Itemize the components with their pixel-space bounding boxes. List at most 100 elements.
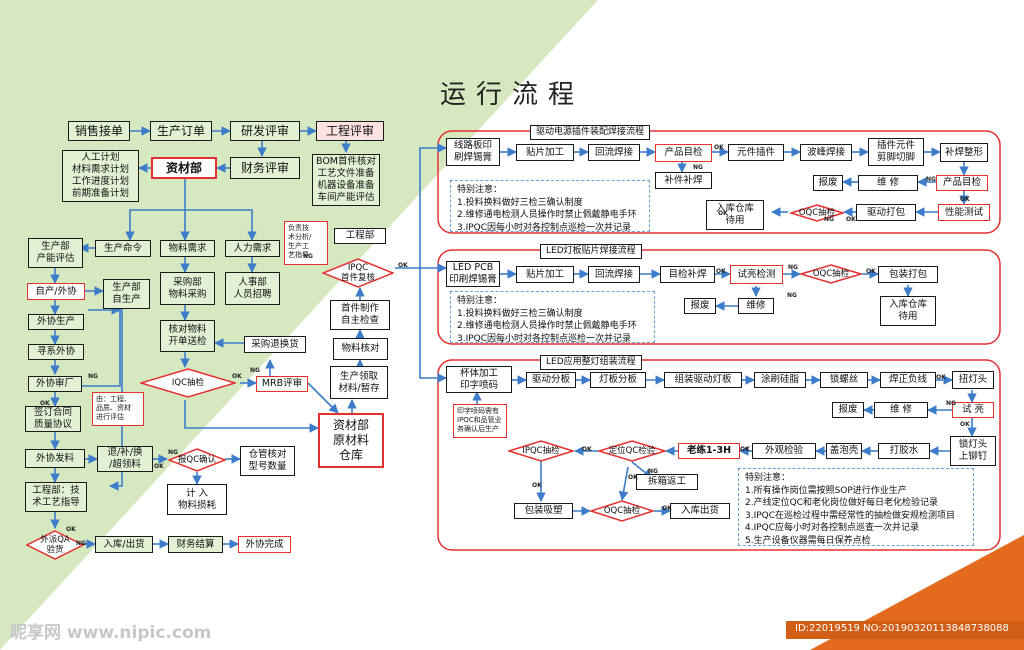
- watermark-id-band: [786, 621, 1024, 639]
- p2-step4: 目检补焊: [660, 266, 715, 283]
- p1-repair-box: 补件补焊: [655, 172, 712, 189]
- in-out-box: 入库/出货: [95, 536, 153, 553]
- p3-glue-box: 打胶水: [878, 443, 930, 459]
- p1-perf-test-box: 性能测试: [938, 204, 990, 221]
- ipqc-first-diamond: IPQC 首件复核: [340, 263, 375, 283]
- watermark-id: ID:22019519 NO:20190320113848738088: [795, 623, 1009, 634]
- p3-maintain-box: 维 修: [874, 402, 928, 418]
- flow-label-ng-9: NG: [76, 540, 86, 547]
- p2-oqc-diamond-shape: [800, 264, 862, 284]
- flow-label-ng-23: NG: [946, 400, 956, 407]
- p3-oqc-diamond-shape: [590, 500, 654, 522]
- p3-aging-box: 老练1-3H: [678, 443, 740, 459]
- outsource-issue-box: 外协发料: [25, 449, 85, 468]
- p3-step5: 涂刷硅脂: [754, 372, 806, 388]
- purchase-return-box: 采购退换货: [244, 336, 306, 353]
- rd-review-box: 研发评审: [230, 121, 300, 141]
- flow-label-ok-14: OK: [846, 216, 856, 223]
- p3-step6: 锁螺丝: [820, 372, 868, 388]
- panel1-title: 驱动电源插件装配焊接流程: [530, 125, 651, 140]
- p1-inspect2-box: 产品目检: [936, 175, 988, 191]
- audit-note: 由：工程、 品质、资材 进行评估: [92, 392, 144, 426]
- p3-position-qc-diamond: 定位QC检验: [608, 446, 656, 456]
- flow-label-ok-10: OK: [714, 144, 724, 151]
- p1-step8: 补焊整形: [940, 143, 988, 162]
- finance-settle-box: 财务结算: [168, 536, 223, 553]
- prod-capacity-box: 生产部 产能评估: [28, 238, 83, 268]
- prod-self-box: 生产部 自生产: [103, 279, 150, 309]
- purchasing-box: 采购部 物料采购: [160, 272, 215, 305]
- p3-in-out-box: 入库出货: [670, 503, 730, 519]
- panel-3-outline: [437, 359, 1001, 551]
- hr-recruit-box: 人事部 人员招聘: [225, 272, 280, 305]
- outsource-done-box: 外协完成: [238, 536, 291, 553]
- return-supply-box: 退/补/换 /超领料: [97, 446, 153, 472]
- flow-label-ng-27: NG: [648, 468, 658, 475]
- flow-label-ng-13: NG: [926, 176, 936, 183]
- p3-light-test-box: 试 亮: [952, 402, 994, 418]
- first-self-check-box: 首件制作 自主检查: [330, 300, 390, 330]
- eng-dept-box: 工程部: [334, 228, 386, 244]
- p3-rework-box: 拆箱返工: [636, 474, 698, 490]
- p1-oqc-diamond: OQC抽检: [798, 208, 836, 218]
- p1-step5: 元件插件: [728, 144, 784, 161]
- flow-label-ng-1: NG: [303, 253, 313, 260]
- p2-step2: 贴片加工: [516, 266, 574, 283]
- mrb-review-box: MRB评审: [256, 376, 308, 392]
- p2-scrap-box: 报废: [684, 298, 716, 314]
- p3-step7: 焊正负线: [880, 372, 936, 388]
- panel3-title: LED应用整灯组装流程: [540, 355, 642, 370]
- p1-step3: 回流焊接: [588, 144, 640, 161]
- p2-oqc-diamond: OQC抽检: [812, 269, 850, 279]
- p2-step1: LED PCB 印刷焊锡膏: [446, 261, 500, 287]
- flow-label-ng-7: NG: [168, 449, 178, 456]
- bom-box: BOM首件核对 工艺文件准备 机器设备准备 车间产能评估: [312, 154, 380, 206]
- report-qc-diamond: 报QC确认: [177, 455, 217, 465]
- check-material-box: 核对物料 开单送检: [160, 320, 215, 352]
- material-check-box: 物料核对: [333, 338, 388, 360]
- p3-scrap-box: 报废: [832, 402, 864, 418]
- p1-package-box: 驱动打包: [856, 204, 916, 221]
- p2-step3: 回流焊接: [588, 266, 640, 283]
- flow-label-ok-6: OK: [154, 463, 164, 470]
- flow-label-ok-25: OK: [582, 446, 592, 453]
- flow-label-ng-15: NG: [824, 216, 834, 223]
- outsource-audit-box: 外协审厂: [28, 376, 82, 392]
- p3-step3: 灯板分板: [590, 372, 646, 388]
- watermark-site: 昵享网 www.nipic.com: [10, 623, 212, 643]
- flow-label-ok-29: OK: [662, 505, 672, 512]
- prod-command-box: 生产命令: [95, 240, 151, 257]
- flow-label-ok-19: OK: [866, 268, 876, 275]
- p2-step5: 试亮检测: [730, 265, 783, 284]
- p1-step4: 产品目检: [655, 144, 712, 162]
- p1-step2: 贴片加工: [516, 144, 574, 161]
- own-outsource-box: 自产/外协: [27, 283, 85, 300]
- flow-label-ng-11: NG: [693, 164, 703, 171]
- p1-oqc-diamond-shape: [790, 204, 844, 222]
- p1-maintain-box: 维 修: [858, 175, 918, 191]
- finance-review-box: 财务评审: [230, 157, 300, 179]
- p2-store-box: 入库仓库 待用: [880, 296, 936, 326]
- flow-label-ok-17: OK: [716, 268, 726, 275]
- p3-ipqc-diamond: IPQC抽检: [522, 446, 560, 456]
- flow-label-ok-2: OK: [232, 373, 242, 380]
- production-order-box: 生产订单: [150, 121, 212, 141]
- p3-print-note: 印字喷码需有 IPQC和品管业 务确认后生产: [453, 404, 507, 438]
- panel-2-outline: [437, 249, 1001, 345]
- flow-label-ok-12: OK: [960, 196, 970, 203]
- flow-label-ok-22: OK: [960, 421, 970, 428]
- outsource-qa-diamond: 外派QA 验货: [40, 535, 70, 555]
- warehouse-check-box: 仓管核对 型号数量: [240, 446, 295, 476]
- plans-box: 人工计划 材料需求计划 工作进度计划 前期准备计划: [62, 150, 139, 202]
- flow-label-ok-28: OK: [532, 482, 542, 489]
- p3-oqc-diamond: OQC抽检: [603, 506, 641, 516]
- p3-appearance-box: 外观检验: [752, 443, 816, 459]
- outsource-qa-diamond-shape: [26, 530, 84, 560]
- p1-step1: 线路板印 刷焊锡膏: [446, 138, 500, 166]
- sign-contract-box: 签订合同 质量协议: [25, 406, 81, 432]
- iqc-sample-diamond-shape: [140, 368, 236, 398]
- flow-label-ng-18: NG: [788, 264, 798, 271]
- p1-step7: 插件元件 剪脚切脚: [868, 138, 924, 166]
- p3-step4: 组装驱动灯板: [664, 372, 742, 388]
